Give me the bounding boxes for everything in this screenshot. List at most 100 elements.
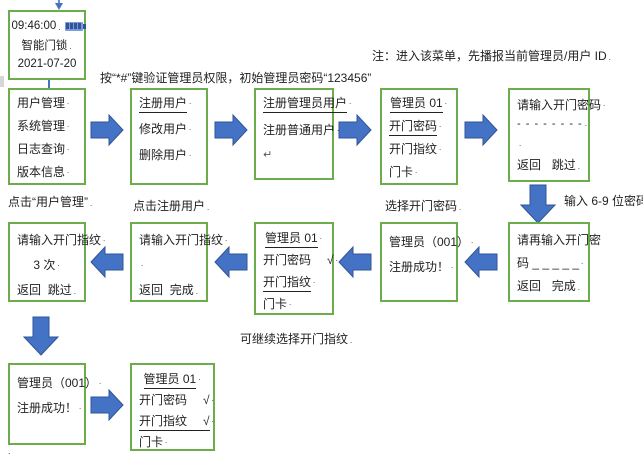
flow-arrow-left-1 — [464, 245, 498, 279]
box-line: 开门指纹√. — [139, 412, 214, 433]
line-end-mark: . — [603, 99, 607, 108]
paragraph-mark: . — [8, 446, 12, 456]
box-line: 管理员（001）. — [389, 235, 475, 249]
line-end-mark: . — [57, 259, 61, 268]
box-line: 门卡. — [389, 165, 419, 179]
box-line: 返回跳过. — [17, 283, 77, 297]
box-line: 返回完成. — [139, 283, 199, 297]
line-end-mark: . — [103, 234, 107, 243]
line-end-mark: . — [335, 254, 339, 263]
box-enter-password: 请输入开门密码.- - - - - - - -..返回跳过. — [508, 88, 607, 182]
box-line: - - - - - - - -. — [517, 118, 588, 130]
line-end-mark: . — [198, 373, 202, 382]
box-line: . — [139, 256, 199, 281]
box-line: 系统管理. — [17, 119, 71, 133]
line-end-mark: . — [211, 394, 215, 403]
password-length-hint: 输入 6-9 位密码. — [564, 194, 643, 208]
line-end-mark: . — [337, 124, 340, 133]
box-line: 返回完成. — [517, 279, 581, 293]
flow-arrow-down-1 — [519, 184, 557, 224]
box-line: 注册普通用户. — [263, 121, 339, 148]
box-line: 返回跳过. — [517, 158, 581, 172]
connector-line — [48, 80, 50, 88]
box-line: 注册管理员用户. — [263, 94, 351, 121]
flow-arrow-left-4 — [90, 245, 124, 279]
box-line: 请输入开门指纹. — [17, 233, 107, 247]
flow-arrow-down-2 — [22, 316, 60, 356]
box-line: 用户管理. — [17, 96, 71, 110]
box-line: 开门密码√. — [139, 393, 215, 407]
caption-continue-fingerprint: 可继续选择开门指纹. — [240, 332, 354, 346]
box-line: 管理员 01. — [263, 229, 325, 251]
line-end-mark: . — [319, 232, 323, 241]
flow-arrow-left-2 — [338, 245, 372, 279]
line-end-mark: . — [439, 143, 443, 152]
line-end-mark: . — [73, 287, 77, 296]
check-mark: √ — [203, 393, 210, 407]
line-end-mark: . — [99, 377, 103, 386]
box-admin01-methods: 管理员 01.开门密码. 开门指纹. 门卡. — [380, 88, 458, 185]
check-mark: √ — [203, 414, 210, 428]
line-end-mark: . — [519, 139, 523, 148]
box-admin001-registered: 管理员（001）.注册成功！. — [380, 222, 475, 302]
caption-click-user-management: 点击“用户管理”. — [8, 195, 94, 209]
box-admin01-password-set: 管理员 01. 开门密码√. 开门指纹. 门卡. — [254, 222, 339, 315]
note-text: 注：进入该菜单，先播报当前管理员/用户 ID. — [372, 49, 612, 63]
line-end-mark: . — [289, 298, 293, 307]
box-line: 3 次. — [33, 258, 61, 272]
box-line: ↵ — [263, 149, 273, 161]
device-screen: 09:46:00. 智能门锁. 2021-07-20 — [8, 10, 86, 80]
box-line: 开门密码√. — [263, 253, 339, 267]
line-end-mark: . — [189, 97, 193, 106]
box-line: 请输入开门密码. — [517, 98, 607, 112]
box-line: . — [517, 136, 581, 156]
line-end-mark: . — [451, 261, 455, 270]
battery-icon — [64, 21, 86, 31]
instruction-text: 按“*#”键验证管理员权限，初始管理员密码“123456” — [100, 71, 372, 85]
line-end-mark: . — [141, 259, 145, 268]
box-line: 管理员 01. — [139, 370, 206, 391]
box-line: 日志查询. — [17, 142, 71, 156]
caption-select-password: 选择开门密码. — [385, 199, 463, 213]
box-line: 开门指纹. — [263, 273, 325, 295]
box-line: 码 _ _ _ _ _. — [517, 256, 585, 270]
line-end-mark: . — [189, 123, 193, 132]
box-line: 请输入开门指纹. — [139, 233, 229, 247]
box-enter-fingerprint-times: 请输入开门指纹. 3 次. 返回跳过. — [8, 222, 107, 302]
box-line: 版本信息. — [17, 165, 71, 179]
box-reenter-password: 请再输入开门密码 _ _ _ _ _. 返回完成. — [508, 222, 602, 302]
flow-arrow-right-3 — [338, 113, 372, 147]
screen-time-line: 09:46:00. — [11, 20, 86, 32]
box-line: 管理员（001）. — [17, 376, 103, 390]
box-line: 管理员 01. — [389, 94, 449, 117]
page-margin-artifact — [0, 76, 4, 87]
line-end-mark: . — [584, 119, 588, 128]
box-admin001-registered-final: 管理员（001）.注册成功！. — [8, 363, 103, 445]
caption-click-register-user: 点击注册用户. — [133, 199, 211, 213]
box-line: 开门密码. — [389, 117, 449, 140]
line-end-mark: . — [444, 97, 448, 106]
line-end-mark: . — [313, 276, 317, 285]
box-admin01-complete: 管理员 01. 开门密码√. 开门指纹√. 门卡. — [130, 363, 215, 451]
line-end-mark: . — [577, 162, 581, 171]
box-line: 门卡. — [139, 435, 169, 449]
screen-date: 2021-07-20 — [17, 58, 77, 70]
box-line: 删除用户. — [139, 148, 193, 162]
line-end-mark: . — [211, 415, 215, 424]
box-line: 请再输入开门密 — [517, 233, 602, 247]
entry-arrow-icon — [55, 0, 63, 10]
box-line: 门卡. — [263, 297, 293, 311]
line-end-mark: . — [67, 166, 71, 175]
flow-arrow-right-2 — [214, 113, 248, 147]
flow-arrow-right-1 — [90, 113, 124, 147]
box-line: 开门指纹. — [389, 142, 443, 156]
flow-arrow-right-5 — [90, 388, 124, 422]
screen-time: 09:46:00 — [11, 20, 57, 32]
line-end-mark: . — [225, 234, 229, 243]
check-mark: √ — [327, 253, 334, 267]
line-end-mark: . — [195, 287, 199, 296]
box-register-type-menu: 注册管理员用户.注册普通用户.↵ — [254, 88, 351, 180]
line-end-mark: . — [471, 236, 475, 245]
line-end-mark: . — [581, 257, 585, 266]
